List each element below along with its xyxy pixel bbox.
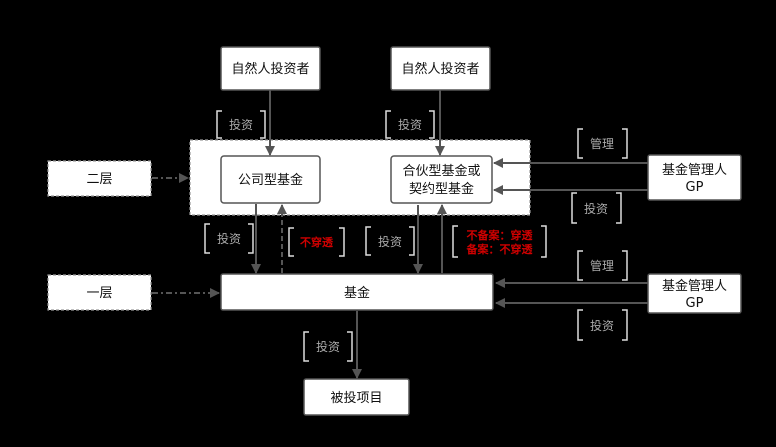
layer-one-label: 一层 <box>86 286 112 301</box>
bracket-label-invest-mid-right: 投资 <box>365 226 415 256</box>
label-invest-top-left: 投资 <box>229 117 253 132</box>
layer-one-box: 一层 <box>47 274 152 311</box>
label-manage-bottom: 管理 <box>590 258 614 273</box>
investor-left-box: 自然人投资者 <box>220 46 321 91</box>
manager-bottom-box: 基金管理人 GP <box>647 273 742 314</box>
manager-bottom-label-line2: GP <box>686 296 704 311</box>
manager-top-label-line2: GP <box>686 180 704 195</box>
investor-right-label: 自然人投资者 <box>401 61 479 77</box>
label-unfiled-penetrate: 不备案：穿透 <box>467 228 534 242</box>
label-invest-top-right: 投资 <box>398 117 422 132</box>
label-not-penetrate: 不穿透 <box>300 235 334 249</box>
investor-left-label: 自然人投资者 <box>231 61 309 77</box>
bracket-label-filing-rules: 不备案：穿透 备案：不穿透 <box>452 225 547 258</box>
bracket-label-invest-mid-left: 投资 <box>204 223 254 254</box>
bracket-label-invest-gp-top: 投资 <box>571 192 622 224</box>
manager-bottom-label-line1: 基金管理人 <box>662 278 727 294</box>
project-box: 被投项目 <box>303 378 410 416</box>
partnership-fund-label-line2: 契约型基金 <box>409 181 474 197</box>
label-manage-top: 管理 <box>590 136 614 151</box>
layer-two-box: 二层 <box>47 160 152 197</box>
bracket-label-invest-top-right: 投资 <box>385 110 435 139</box>
fund-box: 基金 <box>220 273 494 311</box>
label-invest-bottom: 投资 <box>316 339 340 354</box>
bracket-label-invest-bottom: 投资 <box>303 331 353 362</box>
fund-label: 基金 <box>344 285 370 301</box>
bracket-label-manage-bottom: 管理 <box>577 250 628 281</box>
partnership-fund-box: 合伙型基金或 契约型基金 <box>390 155 493 204</box>
label-invest-mid-left: 投资 <box>217 231 241 246</box>
label-invest-gp-top: 投资 <box>584 201 608 216</box>
investor-right-box: 自然人投资者 <box>390 46 491 91</box>
bracket-label-invest-gp-bottom: 投资 <box>577 309 628 341</box>
connectors <box>152 90 648 379</box>
company-fund-label: 公司型基金 <box>238 172 303 188</box>
bracket-label-invest-top-left: 投资 <box>216 110 266 139</box>
manager-top-box: 基金管理人 GP <box>647 154 742 201</box>
manager-top-label-line1: 基金管理人 <box>662 162 727 178</box>
bracket-label-not-penetrate: 不穿透 <box>288 227 345 257</box>
label-invest-gp-bottom: 投资 <box>590 318 614 333</box>
project-label: 被投项目 <box>330 390 382 406</box>
label-filed-not-penetrate: 备案：不穿透 <box>466 242 534 256</box>
layer-two-label: 二层 <box>86 172 112 187</box>
bracket-label-manage-top: 管理 <box>577 128 628 159</box>
company-fund-box: 公司型基金 <box>220 155 321 204</box>
partnership-fund-label-line1: 合伙型基金或 <box>402 163 480 179</box>
label-invest-mid-right: 投资 <box>378 234 402 249</box>
